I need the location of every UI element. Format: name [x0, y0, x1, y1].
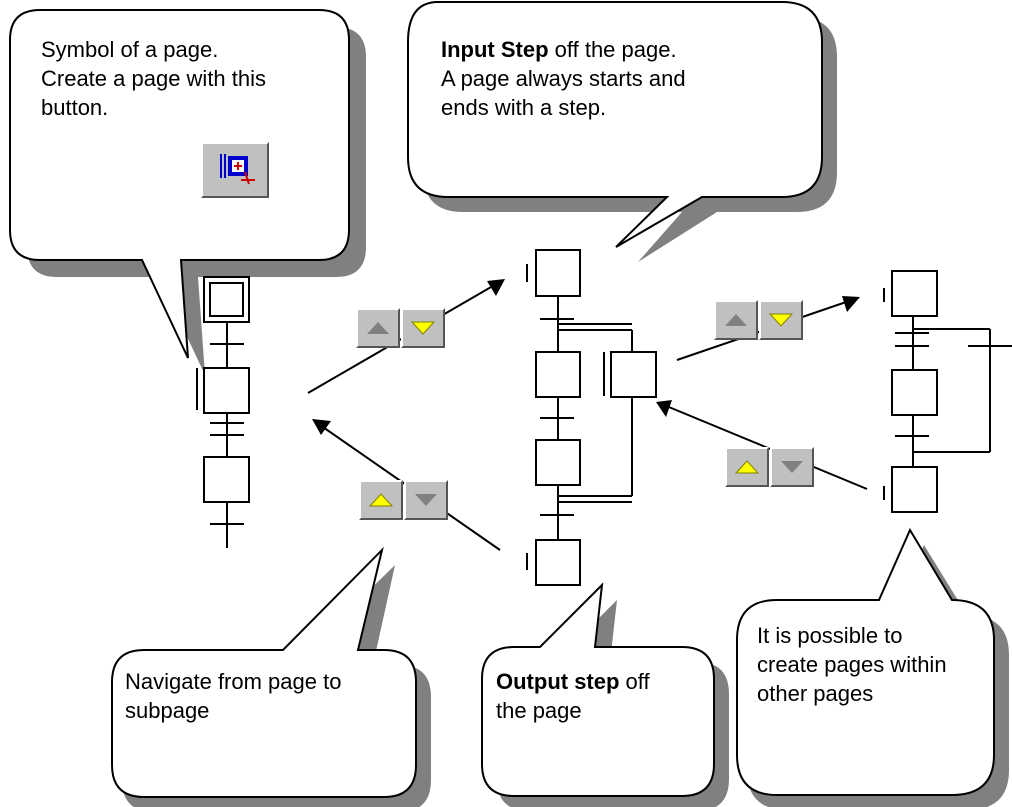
callout-line: It is possible to [757, 623, 903, 648]
input-step-term: Input Step [441, 37, 549, 62]
callout-line: button. [41, 95, 109, 120]
nav-up-button[interactable] [714, 300, 758, 340]
callout-line: the page [496, 698, 582, 723]
triangle-down-icon [415, 494, 437, 506]
output-step [535, 539, 581, 586]
callout-line: Create a page with this [41, 66, 267, 91]
callout-input-step-text: Input Step off the page. A page always s… [441, 35, 686, 122]
sfc-subpage [526, 249, 657, 586]
step [535, 439, 581, 486]
sfc-page-icon [220, 154, 255, 185]
sfc-main-page [196, 276, 250, 548]
page-step [203, 367, 250, 414]
callout-line: Symbol of a page. [41, 37, 219, 62]
callout-line: create pages within [757, 652, 947, 677]
callout-line: ends with a step. [441, 95, 607, 120]
create-page-button[interactable] [201, 142, 269, 198]
callout-line: subpage [125, 698, 210, 723]
triangle-up-icon [725, 314, 747, 326]
callout-output-step-text: Output step off the page [496, 667, 650, 725]
callout-navigate [111, 546, 431, 807]
callout-navigate-text: Navigate from page to subpage [125, 667, 341, 725]
nav-down-button[interactable] [401, 308, 445, 348]
callout-line: other pages [757, 681, 874, 706]
nav-down-button[interactable] [770, 447, 814, 487]
triangle-down-icon [410, 321, 436, 335]
step [203, 456, 250, 503]
triangle-down-icon [768, 313, 794, 327]
triangle-up-icon [734, 460, 760, 474]
callout-nested-pages-text: It is possible to create pages within ot… [757, 621, 947, 708]
nav-up-button[interactable] [725, 447, 769, 487]
nav-up-button[interactable] [356, 308, 400, 348]
callout-line: A page always starts and [441, 66, 686, 91]
input-step [535, 249, 581, 297]
callout-line: Navigate from page to [125, 669, 342, 694]
triangle-up-icon [368, 493, 394, 507]
step [535, 351, 581, 398]
callout-line: Input Step off the page. [441, 35, 686, 64]
output-step-term: Output step [496, 669, 620, 694]
triangle-up-icon [367, 322, 389, 334]
callout-line-rest: off [619, 669, 650, 694]
callout-nested-pages [736, 527, 1009, 807]
triangle-down-icon [781, 461, 803, 473]
input-step [891, 270, 938, 317]
callout-line-rest: off the page. [548, 37, 677, 62]
page-step [610, 351, 657, 398]
sfc-nested-page [883, 270, 1012, 513]
callout-output-step [481, 582, 729, 807]
callout-line: Output step off [496, 667, 650, 696]
output-step [891, 466, 938, 513]
nav-down-button[interactable] [404, 480, 448, 520]
callout-page-symbol [9, 9, 366, 375]
nav-down-button[interactable] [759, 300, 803, 340]
nav-up-button[interactable] [359, 480, 403, 520]
step [891, 369, 938, 416]
callout-input-step [407, 1, 837, 262]
callout-page-symbol-text: Symbol of a page. Create a page with thi… [41, 35, 266, 122]
